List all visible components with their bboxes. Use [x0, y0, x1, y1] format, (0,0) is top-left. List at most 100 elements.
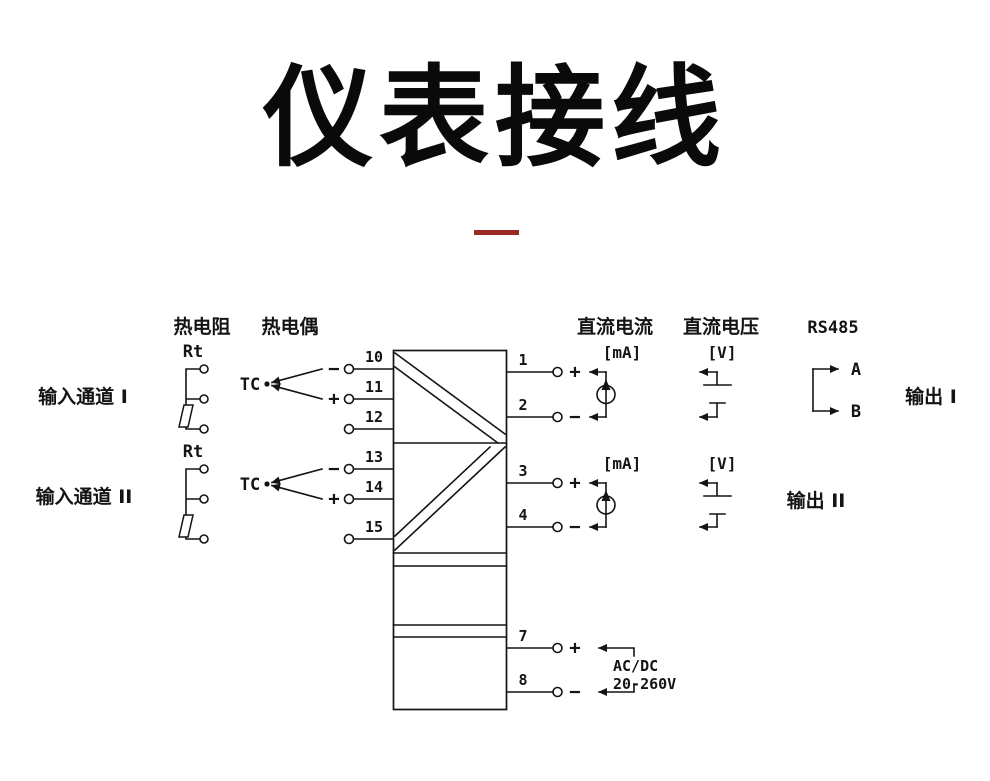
power-supply: AC/DC 20-260V: [598, 644, 676, 696]
input-channel-1-label: 输入通道 I: [38, 385, 128, 408]
header-rs485: RS485: [807, 318, 858, 338]
terminal-number-15: 15: [365, 518, 383, 536]
terminal-number-8: 8: [518, 671, 527, 689]
rtd-wires-2: [185, 468, 200, 540]
tc-wire-pos: [271, 483, 323, 500]
tc-label-2: TC: [240, 475, 260, 495]
tc-junction-dot: [264, 381, 270, 387]
terminal-number-10: 10: [365, 348, 383, 366]
terminal-circle-7: [552, 642, 563, 654]
rt-label-1: Rt: [183, 342, 203, 362]
input-channel-2-label: 输入通道 II: [36, 485, 133, 508]
minus-sign: −: [569, 681, 580, 703]
left-terminal-wires: [352, 368, 394, 540]
power-arrow-bottom: [598, 683, 635, 696]
header-thermocouple: 热电偶: [261, 315, 318, 338]
terminal-circle-1: [552, 366, 563, 378]
rs485-a-label: A: [851, 360, 861, 380]
rtd-terminal-dot: [199, 364, 209, 374]
input-polarity-signs: − + − +: [328, 358, 339, 510]
tc-junction-dot: [264, 481, 270, 487]
terminal-circle-8: [552, 686, 563, 698]
v-label-1: [V]: [708, 343, 737, 362]
plus-sign: +: [569, 361, 580, 383]
plus-sign: +: [328, 488, 339, 510]
terminal-number-1: 1: [518, 351, 527, 369]
terminal-number-2: 2: [518, 396, 527, 414]
rtd-terminal-dot: [199, 494, 209, 504]
terminal-circle-15: [343, 533, 355, 545]
v-plates: [703, 482, 732, 528]
terminal-circle-13: [343, 463, 355, 475]
output1-ma-symbol: [mA]: [589, 343, 642, 421]
rtd-terminal-dot: [199, 464, 209, 474]
right-terminal-wires: [506, 371, 554, 693]
minus-sign: −: [569, 516, 580, 538]
minus-sign: −: [328, 358, 339, 380]
tc-label-1: TC: [240, 375, 260, 395]
terminal-number-4: 4: [518, 506, 527, 524]
v-label-2: [V]: [708, 454, 737, 473]
output-1-label: 输出 I: [905, 385, 957, 408]
terminal-circle-11: [343, 393, 355, 405]
terminal-circle-3: [552, 477, 563, 489]
rtd-terminal-dot: [199, 424, 209, 434]
terminal-number-3: 3: [518, 462, 527, 480]
rt-label-2: Rt: [183, 442, 203, 462]
terminal-number-13: 13: [365, 448, 383, 466]
ma-label-1: [mA]: [603, 343, 642, 362]
terminal-number-14: 14: [365, 478, 383, 496]
plus-sign: +: [328, 388, 339, 410]
output2-v-symbol: [V]: [699, 454, 737, 531]
isolator-outline: [392, 349, 508, 711]
isolator-dividers: [392, 442, 508, 638]
title-underline: [474, 230, 519, 235]
terminal-number-7: 7: [518, 627, 527, 645]
header-dc-voltage: 直流电压: [683, 315, 759, 338]
rtd-terminal-dot: [199, 394, 209, 404]
power-label-acdc: AC/DC: [613, 657, 658, 675]
power-arrow-top: [598, 644, 635, 657]
rs485-symbol: A B: [812, 360, 861, 422]
plus-sign: +: [569, 472, 580, 494]
terminal-circle-4: [552, 521, 563, 533]
tc-wire-neg: [271, 368, 323, 385]
header-rtd: 热电阻: [173, 315, 230, 338]
plus-sign: +: [569, 637, 580, 659]
power-label-voltage: 20-260V: [613, 675, 676, 693]
rtd-resistor-1: [178, 404, 194, 428]
minus-sign: −: [328, 458, 339, 480]
right-terminal-block: 1 2 3 4 7 8 + − + − + −: [506, 351, 581, 703]
tc-symbol-channel1: TC: [240, 368, 323, 400]
rs485-b-label: B: [851, 402, 861, 422]
terminal-circle-10: [343, 363, 355, 375]
tc-wire-pos: [271, 383, 323, 400]
left-terminal-block: 10 11 12 13 14 15: [343, 348, 394, 545]
rtd-symbol-channel2: Rt: [178, 442, 209, 544]
rtd-resistor-2: [178, 514, 194, 538]
v-plates: [703, 371, 732, 418]
rtd-wires-1: [185, 368, 200, 430]
isolator-box: [392, 349, 508, 711]
output1-v-symbol: [V]: [699, 343, 737, 421]
current-arrow: [601, 379, 611, 390]
column-headers: 热电阻 热电偶 直流电流 直流电压 RS485: [173, 315, 858, 338]
tc-symbol-channel2: TC: [240, 468, 323, 500]
current-arrow: [601, 490, 611, 501]
terminal-circle-14: [343, 493, 355, 505]
terminal-circle-2: [552, 411, 563, 423]
terminal-number-11: 11: [365, 378, 383, 396]
output2-ma-symbol: [mA]: [589, 454, 642, 531]
terminal-number-12: 12: [365, 408, 383, 426]
minus-sign: −: [569, 406, 580, 428]
isolation-diagonals-2: [393, 445, 507, 552]
page-title: 仪表接线: [263, 54, 727, 182]
output-2-label: 输出 II: [787, 489, 846, 512]
isolation-diagonals-1: [393, 351, 507, 445]
tc-wire-neg: [271, 468, 323, 485]
terminal-circle-12: [343, 423, 355, 435]
rtd-terminal-dot: [199, 534, 209, 544]
ma-label-2: [mA]: [603, 454, 642, 473]
